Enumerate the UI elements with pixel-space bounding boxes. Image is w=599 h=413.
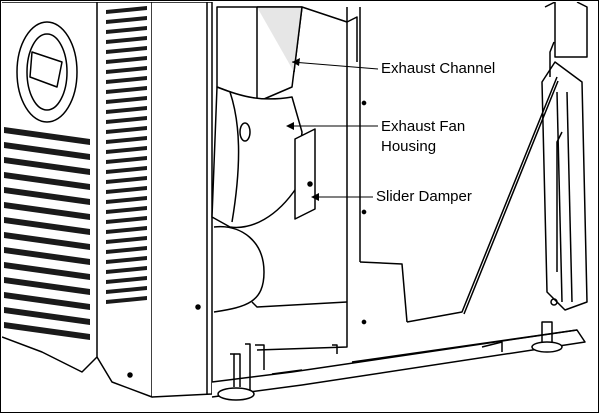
vent-slat xyxy=(106,166,147,174)
vent-slat xyxy=(106,236,147,244)
vent-slat xyxy=(106,156,147,164)
vent-slat xyxy=(106,56,147,64)
vent-slat xyxy=(106,26,147,34)
vent-slat xyxy=(106,86,147,94)
vent-slat xyxy=(106,266,147,274)
side-vent-slats xyxy=(4,127,90,340)
vent-slat xyxy=(106,96,147,104)
vent-slat xyxy=(106,296,147,304)
vent-slat xyxy=(4,157,90,175)
vent-slat xyxy=(106,146,147,154)
vent-slat xyxy=(106,286,147,294)
vent-slat xyxy=(106,176,147,184)
vent-slat xyxy=(106,126,147,134)
vent-slat xyxy=(4,322,90,340)
exhaust-channel-label: Exhaust Channel xyxy=(381,60,496,77)
vent-slat xyxy=(4,307,90,325)
exhaust-channel xyxy=(216,6,303,103)
vent-slat xyxy=(4,127,90,145)
base-rail xyxy=(211,329,586,398)
vent-slat xyxy=(106,256,147,264)
vent-slat xyxy=(106,276,147,284)
base-panel xyxy=(406,76,559,323)
leader-lines xyxy=(286,58,379,201)
right-frame xyxy=(541,2,588,311)
vent-slat xyxy=(4,217,90,235)
vent-slat xyxy=(106,66,147,74)
vent-slat xyxy=(106,6,147,14)
exhaust-fan-housing-label-line2: Housing xyxy=(381,138,437,155)
front-vent-slats xyxy=(106,6,147,304)
slider-damper xyxy=(294,128,316,220)
vent-slat xyxy=(106,246,147,254)
vent-slat xyxy=(4,172,90,190)
exhaust-fan-housing-label-line1: Exhaust Fan xyxy=(381,118,466,135)
vent-slat xyxy=(106,116,147,124)
vent-slat xyxy=(106,206,147,214)
slider-damper-label: Slider Damper xyxy=(376,188,472,205)
vent-slat xyxy=(4,202,90,220)
vent-slat xyxy=(4,187,90,205)
vent-slat xyxy=(106,216,147,224)
exhaust-fan-housing xyxy=(211,86,303,229)
vent-slat xyxy=(4,292,90,310)
vent-slat xyxy=(4,262,90,280)
leveling-feet xyxy=(217,321,563,401)
lower-fan-scroll xyxy=(213,225,348,313)
vent-slat xyxy=(4,277,90,295)
vent-slat xyxy=(106,76,147,84)
vent-slat xyxy=(106,106,147,114)
vent-slat xyxy=(106,186,147,194)
vent-slat xyxy=(4,247,90,265)
vent-slat xyxy=(4,142,90,160)
vent-slat xyxy=(106,136,147,144)
vent-slat xyxy=(106,226,147,234)
vent-slat xyxy=(4,232,90,250)
interior-wall xyxy=(256,6,408,351)
vent-slat xyxy=(106,16,147,24)
left-cabinet xyxy=(2,2,153,398)
vent-slat xyxy=(106,36,147,44)
vent-slat xyxy=(106,46,147,54)
vent-slat xyxy=(106,196,147,204)
